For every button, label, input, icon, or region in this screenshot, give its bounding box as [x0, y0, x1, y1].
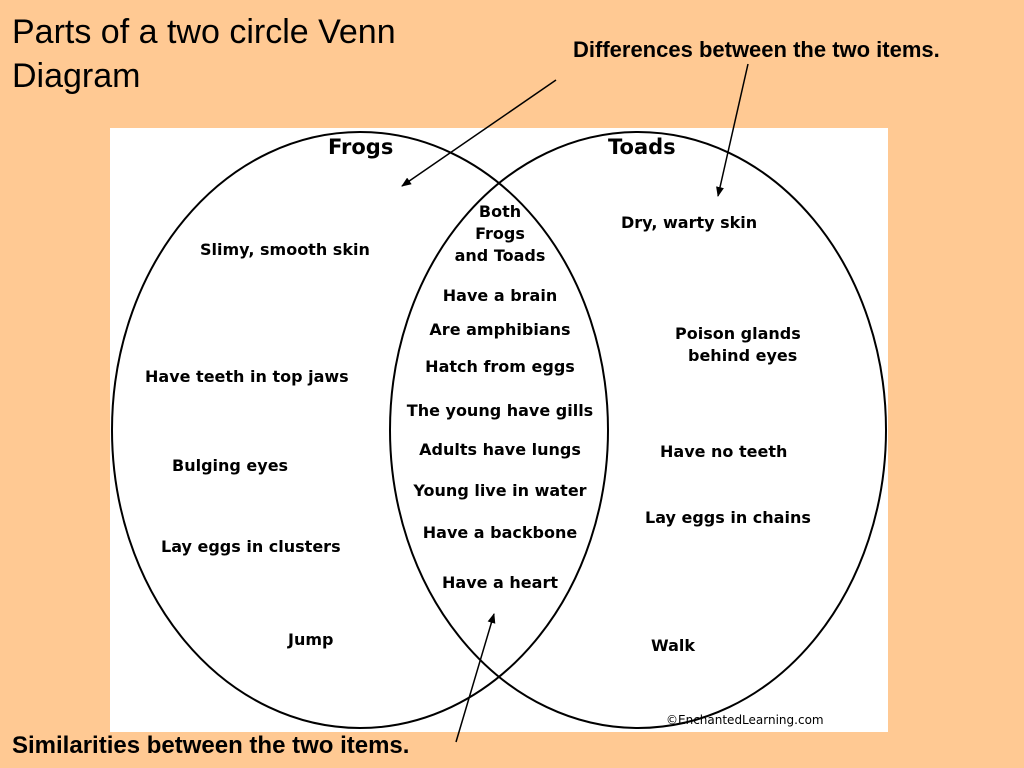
frogs-item: Slimy, smooth skin [200, 240, 370, 259]
toads-item: Have no teeth [660, 442, 788, 461]
overlap-item: Adults have lungs [419, 440, 581, 459]
overlap-item: Young live in water [413, 481, 587, 500]
venn-circles [111, 131, 887, 729]
frogs-item: Bulging eyes [172, 456, 289, 475]
toads-item: Poison glands [675, 324, 801, 343]
copyright-text: ©EnchantedLearning.com [666, 713, 824, 727]
overlap-item: Have a backbone [422, 523, 578, 542]
slide-title: Parts of a two circle Venn Diagram [12, 13, 396, 95]
toads-item: Walk [651, 636, 695, 655]
frogs-circle [111, 131, 609, 729]
frogs-heading: Frogs [328, 135, 394, 159]
toads-item: Lay eggs in chains [645, 508, 811, 527]
overlap-item: The young have gills [406, 401, 594, 420]
toads-item: Dry, warty skin [621, 213, 758, 232]
callout-differences: Differences between the two items. [573, 37, 940, 62]
callout-similarities: Similarities between the two items. [12, 732, 410, 759]
overlap-heading-line: Both [478, 202, 522, 221]
overlap-item: Hatch from eggs [425, 357, 575, 376]
overlap-item: Are amphibians [429, 320, 571, 339]
toads-item: behind eyes [688, 346, 798, 365]
overlap-heading-line: and Toads [454, 246, 546, 265]
overlap-heading-line: Frogs [475, 224, 525, 243]
frogs-item: Jump [288, 630, 334, 649]
frogs-item: Lay eggs in clusters [161, 537, 341, 556]
frogs-item: Have teeth in top jaws [145, 367, 349, 386]
venn-panel: Frogs Toads Both Frogs and Toads Slimy, … [110, 128, 888, 732]
overlap-item: Have a brain [442, 286, 558, 305]
toads-circle [389, 131, 887, 729]
overlap-item: Have a heart [442, 573, 558, 592]
toads-heading: Toads [608, 135, 676, 159]
